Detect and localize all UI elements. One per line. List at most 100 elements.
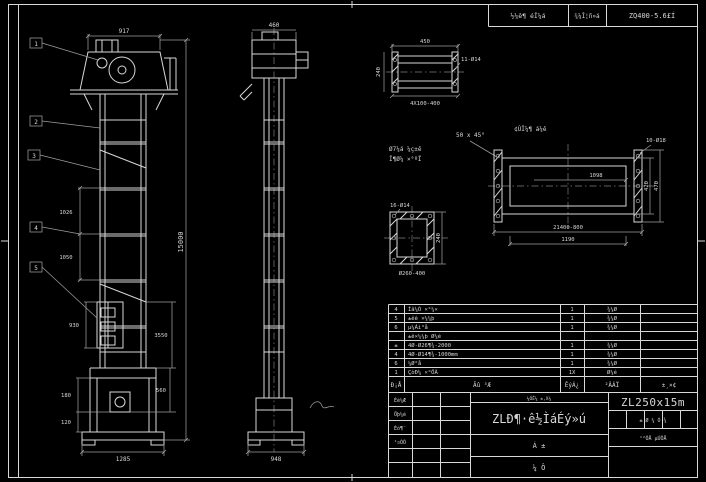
bom-header-mat: ²ÄÁÏ (605, 382, 620, 389)
plate-hole (409, 213, 415, 219)
titleblock-row4: ¼ Ô (533, 463, 546, 472)
side-bracket (239, 83, 253, 101)
dim-right-low: 560 (156, 388, 166, 394)
channel-hole (453, 58, 457, 62)
dim-head-width: 917 (119, 28, 130, 35)
bom-name: Íâ¼Ó ×°¼× (408, 305, 438, 313)
balloon-5: 5 (34, 265, 38, 272)
bom-no: 6 (394, 325, 397, 331)
bom-qty: 1X (569, 370, 576, 376)
titleblock-sig-2: Öþ¼é (394, 411, 406, 418)
casing-holes-leader (639, 144, 652, 154)
bom-qty: 1 (570, 316, 573, 322)
bom-table: 4 Íâ¼Ó ×°¼× 1 ¾¼Ø 5 ±êê ×¼¼þ 1 ¾¼Ø 6 µ¼Á… (388, 304, 698, 478)
bom-mat: ¾¼Ø (607, 324, 618, 331)
plate-hole (391, 213, 397, 219)
header-cell-3: ZQ400-5.6£Í (629, 11, 675, 20)
bom-mat: ¾¼Ø (607, 342, 618, 349)
plate-hole (391, 257, 397, 263)
bom-header-qty: ÊýÁ¿ (565, 381, 579, 389)
bom-no: 1 (394, 370, 397, 376)
drawing-number: ZL250x15m (621, 396, 685, 409)
balloon-3: 3 (32, 153, 36, 160)
channel-body (397, 55, 453, 89)
balloon-box-3 (27, 149, 41, 161)
titleblock-sheet-info: ¹²ÕÅ µÚÕÅ (639, 435, 666, 442)
boot-shaft (114, 396, 126, 408)
casing-section-label: ¢ÙÎ¼¶ á¼ê (514, 126, 547, 133)
signature-mark (309, 401, 335, 409)
bom-name: ¼Ø°å (408, 360, 421, 367)
side-dim-top-lines (251, 29, 297, 40)
drive-sheave (96, 57, 108, 69)
bom-name: ±êê ×¼¼þ (408, 315, 435, 322)
flange-dim-right-lines (434, 211, 446, 265)
bom-no: 4 (394, 352, 398, 358)
channel-hole (393, 82, 397, 86)
side-dim-base: 948 (271, 456, 282, 463)
titleblock-sig-4: ¹¤ÒÕ (394, 439, 406, 446)
title-bar: ½¼ê¶ éÎ¼á ¾¼Î¦ñ»á ZQ400-5.6£Í (488, 4, 698, 27)
casing-dim-inner: 1098 (589, 173, 602, 179)
channel-holes-label: 11-Ø14 (461, 56, 482, 63)
bom-name: 4Ø-Ø14¶¾-1000mm (408, 351, 458, 358)
casing-dim-bottom-inner: 1190 (561, 237, 574, 243)
plate-hole (409, 257, 415, 263)
bom-mat: ¾¼Ø (607, 351, 618, 358)
dim-left-upper: 1026 (59, 210, 72, 216)
flange-hole (495, 213, 501, 219)
detail-channel-section: 450 240 11-Ø14 4X100-400 Ø7¼á ¼ç±ê Î¶Ø¼ … (376, 39, 482, 163)
dim-total-height-lines (160, 37, 190, 443)
flange-hole (635, 213, 641, 219)
balloon-box-2 (29, 115, 43, 127)
side-dim-base-lines (245, 444, 307, 456)
flange-plate-holes (391, 213, 433, 263)
platform (70, 57, 178, 111)
side-flanges (264, 119, 284, 353)
channel-hole (393, 58, 397, 62)
titleblock-small-cells: ± Ø ¼ Ó ¾ (639, 417, 666, 424)
casing-section-body (501, 157, 635, 215)
balloon-callouts: 1 2 3 4 5 (27, 37, 101, 319)
flange-centerlines (384, 206, 448, 272)
balloon-4: 4 (34, 225, 38, 232)
flange-hole (495, 168, 501, 174)
dim-base-width: 1285 (116, 456, 131, 463)
side-view: 460 948 (239, 22, 309, 463)
casing-dim-right-inner: 420 (644, 181, 650, 191)
channel-holes-leader (455, 62, 461, 69)
bom-qty: 1 (570, 343, 573, 349)
titleblock-row3: Á ± (533, 441, 546, 450)
titleblock-top-note: ¼ÓÊ¼ ±,X¼ (527, 394, 552, 402)
header-cell-2: ¾¼Î¦ñ»á (574, 13, 600, 20)
channel-hole (453, 82, 457, 86)
dim-window: 930 (69, 323, 79, 329)
bom-header-name: Ãû ³Æ (473, 382, 491, 389)
channel-dim-bottom-lines (389, 93, 461, 99)
balloon-1: 1 (34, 41, 38, 48)
casing-dim-inner-line (534, 177, 629, 183)
header-cell-1: ½¼ê¶ éÎ¼á (510, 11, 545, 20)
title-block: Éè¼Æ Öþ¼é Éó¶¨ ¹¤ÒÕ ¼ÓÊ¼ ±,X¼ ZLÐ¶·ê½ÌáÉ… (388, 392, 698, 478)
bom-mat: ¾¼Ø (607, 315, 618, 322)
dim-head-width-lines (85, 33, 163, 50)
flange-bottom-label: Ø260-400 (399, 270, 426, 277)
flange-holes-leader (394, 208, 401, 216)
dim-right-low-lines (130, 368, 176, 413)
flange-holes-label: 16-Ø14 (390, 202, 411, 209)
flange-hole (495, 183, 501, 189)
bom-header-remark: ±¸×¢ (662, 382, 677, 389)
channel-note-2: Î¶Ø¼ ×°ºÏ (389, 156, 422, 163)
border-outer (8, 4, 698, 478)
dim-boot-b: 120 (61, 420, 71, 426)
balloon-box-4 (29, 221, 43, 233)
side-head (251, 31, 309, 79)
dim-left-chain-lines (77, 185, 100, 283)
casing-dim-bottom-outer: 21400-800 (553, 225, 583, 231)
dim-right-mid: 3550 (154, 333, 167, 339)
bom-mat: ¾¼Ø (607, 306, 618, 313)
plate-hole (391, 235, 397, 241)
casing-section-centerlines (488, 144, 656, 228)
